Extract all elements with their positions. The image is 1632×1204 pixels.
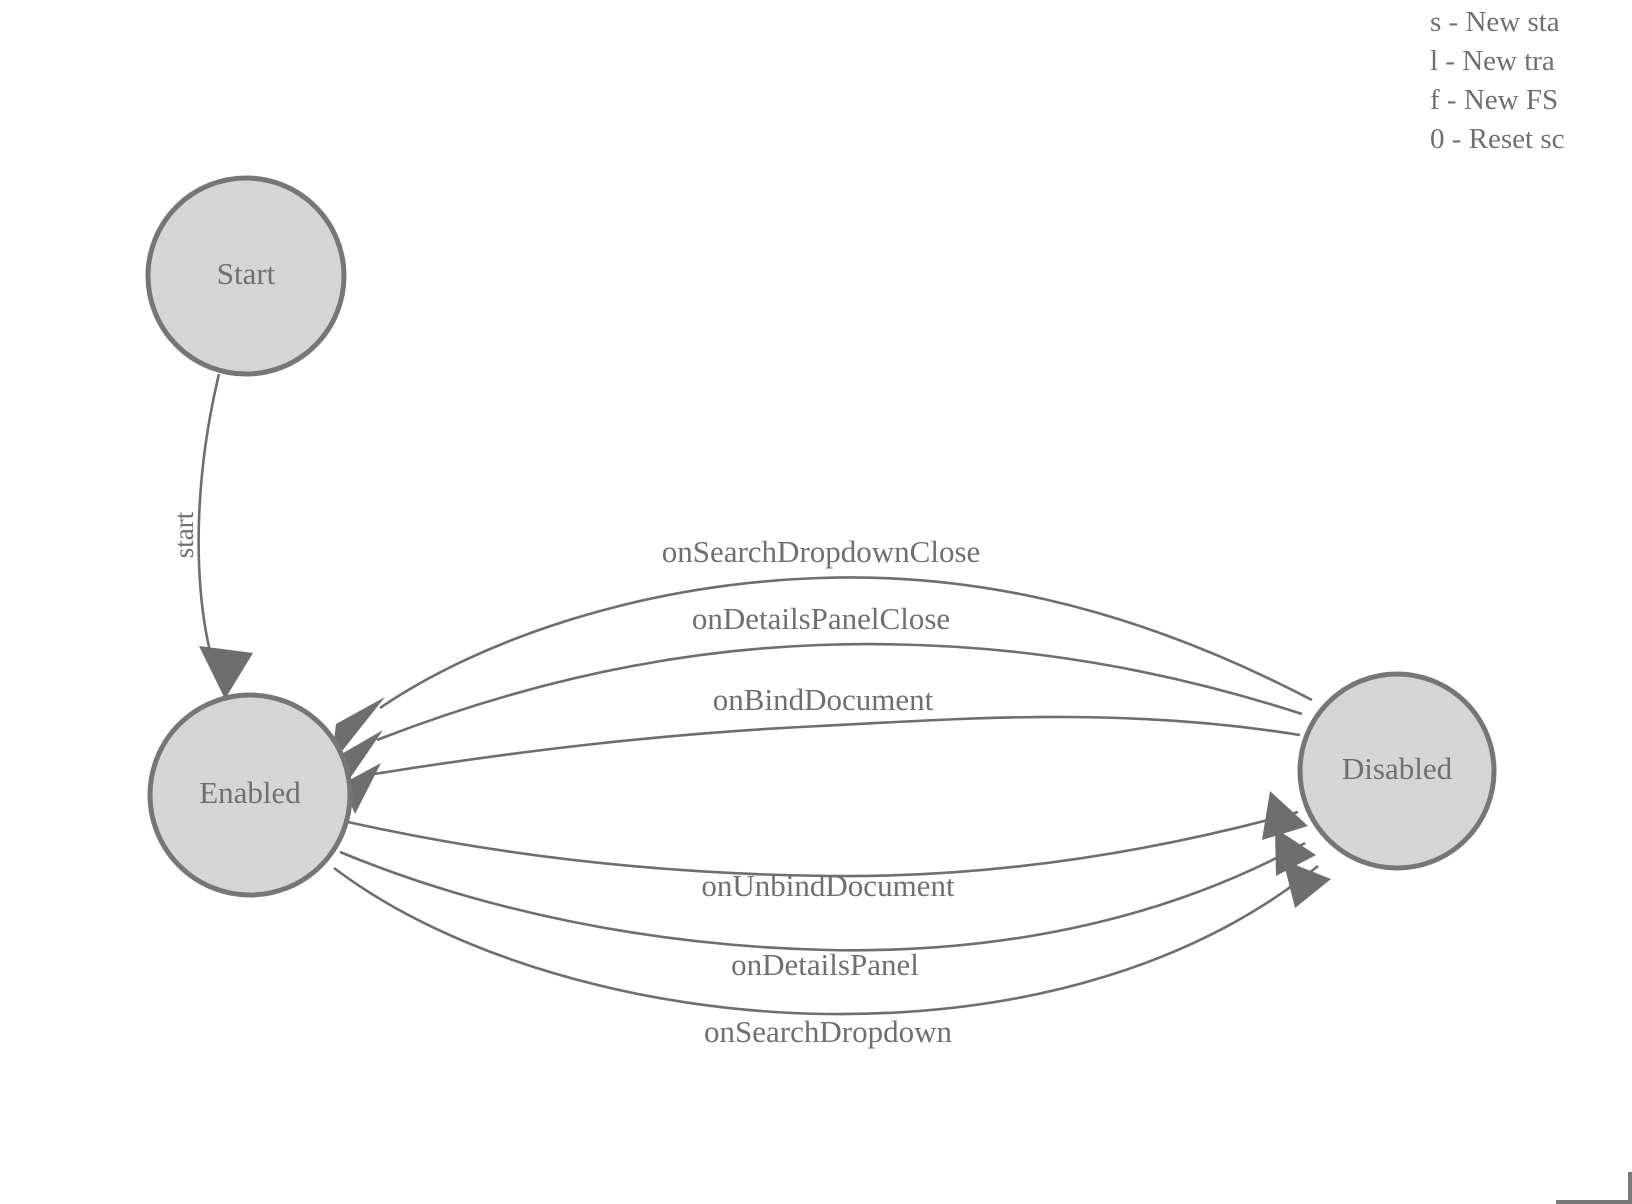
edge-on-details-panel-label: onDetailsPanel xyxy=(731,947,919,982)
edge-start[interactable]: start xyxy=(169,373,253,699)
edge-on-unbind-document-arrowhead xyxy=(1262,791,1308,840)
edge-on-unbind-document[interactable]: onUnbindDocument xyxy=(347,791,1308,903)
edge-on-search-dropdown-close[interactable]: onSearchDropdownClose xyxy=(331,534,1313,765)
edge-on-details-panel-path xyxy=(339,841,1306,952)
node-disabled-circle xyxy=(1297,671,1497,871)
edge-on-search-dropdown-arrowhead xyxy=(1283,860,1331,908)
node-disabled[interactable]: Disabled xyxy=(1297,671,1497,871)
node-start[interactable]: Start xyxy=(145,175,347,377)
edge-on-bind-document-label: onBindDocument xyxy=(713,682,934,717)
edge-start-path xyxy=(197,373,221,669)
edge-on-search-dropdown-label: onSearchDropdown xyxy=(704,1014,952,1049)
node-enabled-circle xyxy=(147,692,353,898)
edge-on-search-dropdown[interactable]: onSearchDropdown xyxy=(333,860,1331,1049)
edge-on-details-panel-close-path xyxy=(376,642,1303,742)
edge-on-bind-document-path xyxy=(373,715,1301,776)
node-start-circle xyxy=(145,175,347,377)
edge-on-search-dropdown-close-arrowhead xyxy=(331,697,385,765)
node-enabled-label: Enabled xyxy=(199,775,301,810)
edge-on-search-dropdown-path xyxy=(333,864,1319,1016)
edge-on-unbind-document-path xyxy=(347,810,1299,878)
edge-on-bind-document[interactable]: onBindDocument xyxy=(342,682,1301,814)
edge-on-details-panel-close[interactable]: onDetailsPanelClose xyxy=(338,601,1303,790)
edge-on-search-dropdown-close-path xyxy=(379,576,1313,710)
edge-on-unbind-document-label: onUnbindDocument xyxy=(701,868,955,903)
edge-start-label: start xyxy=(169,511,199,558)
node-start-label: Start xyxy=(217,256,276,291)
edge-on-details-panel[interactable]: onDetailsPanel xyxy=(339,828,1316,982)
node-disabled-label: Disabled xyxy=(1342,751,1453,786)
edge-on-search-dropdown-close-label: onSearchDropdownClose xyxy=(662,534,981,569)
node-enabled[interactable]: Enabled xyxy=(147,692,353,898)
edge-on-details-panel-close-label: onDetailsPanelClose xyxy=(692,601,950,636)
edge-start-arrowhead xyxy=(199,646,253,699)
